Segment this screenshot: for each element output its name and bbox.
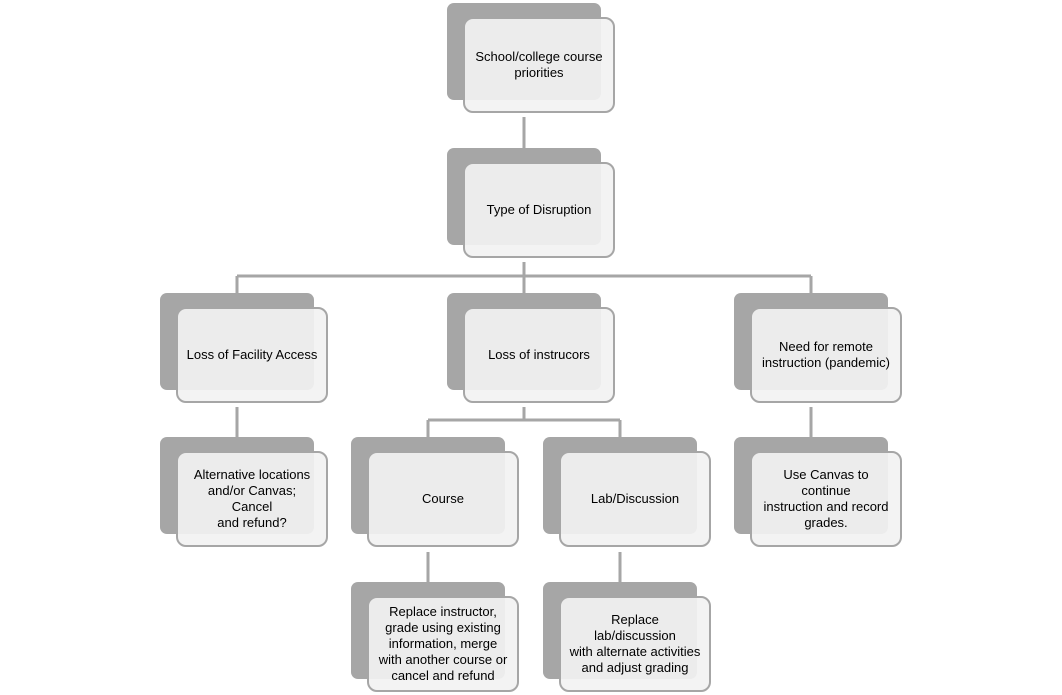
node-card: Replace instructor, grade using existing… xyxy=(367,596,519,692)
node-label: Course xyxy=(422,491,464,506)
node-label: School/college course priorities xyxy=(475,49,603,80)
node-label: Loss of Facility Access xyxy=(186,347,318,362)
node-card: Lab/Discussion xyxy=(559,451,711,547)
node-label: Loss of instrucors xyxy=(488,347,590,362)
node-card: Alternative locations and/or Canvas; Can… xyxy=(176,451,328,547)
node-card: Loss of Facility Access xyxy=(176,307,328,403)
node-card: Use Canvas to continue instruction and r… xyxy=(750,451,902,547)
node-label: Lab/Discussion xyxy=(590,491,680,506)
node-label: Type of Disruption xyxy=(486,202,592,217)
node-card: Replace lab/discussion with alternate ac… xyxy=(559,596,711,692)
node-card: School/college course priorities xyxy=(463,17,615,113)
node-card: Loss of instrucors xyxy=(463,307,615,403)
node-label: Replace lab/discussion with alternate ac… xyxy=(569,612,701,675)
node-card: Need for remote instruction (pandemic) xyxy=(750,307,902,403)
node-card: Type of Disruption xyxy=(463,162,615,258)
node-label: Replace instructor, grade using existing… xyxy=(378,604,508,683)
node-label: Alternative locations and/or Canvas; Can… xyxy=(193,467,311,530)
node-card: Course xyxy=(367,451,519,547)
node-label: Need for remote instruction (pandemic) xyxy=(762,339,890,370)
node-label: Use Canvas to continue instruction and r… xyxy=(763,467,889,530)
